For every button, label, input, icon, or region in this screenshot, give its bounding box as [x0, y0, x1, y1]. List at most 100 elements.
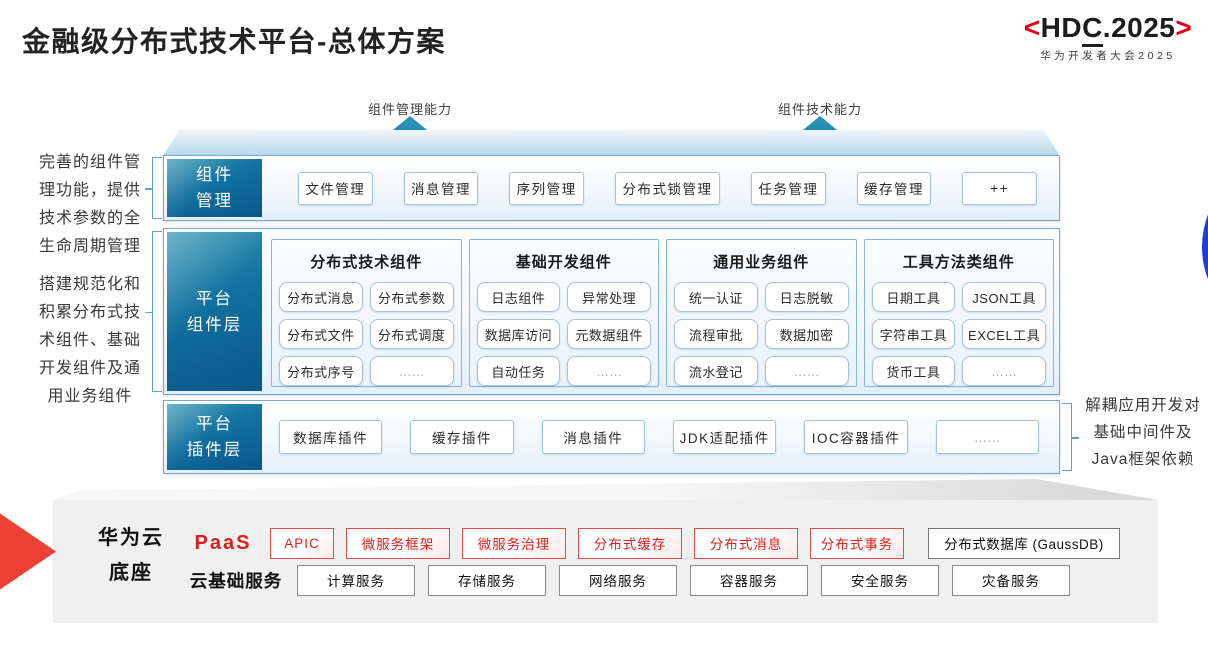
red-arrow-icon — [0, 504, 56, 599]
chip: 自动任务 — [476, 356, 561, 386]
huawei-cloud-label-line: 华为云 — [98, 527, 164, 549]
bracket-left-row2 — [145, 231, 162, 392]
logo-left-angle-icon: < — [1023, 12, 1041, 43]
chip: 数据库访问 — [476, 319, 561, 349]
hdc-logo: <HDC.2025> 华为开发者大会2025 — [1012, 12, 1204, 63]
row-label-line: 管理 — [196, 192, 233, 210]
cloud-base-chip: 安全服务 — [821, 564, 939, 596]
chip: JDK适配插件 — [672, 420, 777, 454]
column-header: 通用业务组件 — [713, 254, 810, 271]
stack-top-face — [163, 130, 1060, 156]
chip: 异常处理 — [567, 282, 651, 312]
hdc-logo-subtitle: 华为开发者大会2025 — [1040, 50, 1176, 62]
column-chip-grid: 日期工具 JSON工具 字符串工具 EXCEL工具 货币工具 …… — [871, 282, 1046, 386]
paas-chip: APIC — [270, 527, 334, 559]
chip: JSON工具 — [962, 282, 1046, 312]
chip: IOC容器插件 — [804, 420, 908, 454]
chip: 数据库插件 — [279, 420, 383, 454]
chip: 文件管理 — [298, 171, 373, 205]
chip-ellipsis: …… — [935, 420, 1039, 454]
row-label-line: 组件层 — [186, 315, 243, 334]
note-component-layer: 搭建规范化和积累分布式技术组件、基础开发组件及通用业务组件 — [38, 276, 141, 405]
chip: 分布式文件 — [279, 319, 363, 349]
paas-chip: 分布式消息 — [694, 527, 798, 559]
chip: 缓存管理 — [856, 171, 932, 205]
note-plugin-layer: 解耦应用开发对基础中间件及Java框架依赖 — [1085, 397, 1201, 468]
row-component-mgmt: 组件 管理 文件管理 消息管理 序列管理 分布式锁管理 任务管理 缓存管理 ++ — [163, 155, 1060, 221]
slab-top-face — [53, 479, 1158, 500]
chip: 分布式调度 — [369, 319, 454, 349]
column-distributed-tech: 分布式技术组件 分布式消息 分布式参数 分布式文件 分布式调度 分布式序号 …… — [271, 239, 462, 387]
gaussdb-chip: 分布式数据库 (GaussDB) — [928, 527, 1120, 559]
plugin-layer-chips: 数据库插件 缓存插件 消息插件 JDK适配插件 IOC容器插件 …… — [265, 401, 1059, 473]
hdc-logo-wordmark: <HDC.2025> — [1012, 12, 1204, 47]
chip: 分布式序号 — [279, 356, 363, 386]
logo-text-pre: HD — [1040, 12, 1083, 43]
component-mgmt-chips: 文件管理 消息管理 序列管理 分布式锁管理 任务管理 缓存管理 ++ — [265, 156, 1059, 220]
chip: 统一认证 — [674, 282, 758, 312]
chip: 流程审批 — [674, 319, 758, 349]
row-label-component-mgmt: 组件 管理 — [167, 159, 262, 217]
cloud-base-label: 云基础服务 — [189, 570, 283, 591]
row-component-layer: 平台 组件层 分布式技术组件 分布式消息 分布式参数 分布式文件 分布式调度 分… — [163, 228, 1060, 395]
chip: 流水登记 — [674, 356, 758, 386]
paas-chip: 微服务框架 — [346, 527, 450, 559]
row-label-line: 平台 — [196, 289, 233, 308]
paas-label: PaaS — [194, 531, 252, 554]
chip: ++ — [962, 171, 1037, 205]
bracket-right-row3 — [1062, 403, 1079, 471]
logo-text-post: .2025 — [1102, 12, 1176, 43]
paas-row: PaaS APIC 微服务框架 微服务治理 分布式缓存 分布式消息 分布式事务 … — [188, 527, 1120, 559]
note-component-mgmt: 完善的组件管理功能，提供技术参数的全生命周期管理 — [38, 154, 141, 255]
paas-chip: 分布式事务 — [810, 527, 904, 559]
chip: 数据加密 — [764, 319, 849, 349]
column-common-business: 通用业务组件 统一认证 日志脱敏 流程审批 数据加密 流水登记 …… — [666, 239, 857, 387]
paas-chip: 微服务治理 — [462, 527, 566, 559]
chip-ellipsis: …… — [567, 356, 651, 386]
row-label-line: 组件 — [196, 166, 233, 184]
cloud-base-chip: 网络服务 — [559, 564, 677, 596]
column-header: 工具方法类组件 — [902, 254, 1015, 271]
column-chip-grid: 分布式消息 分布式参数 分布式文件 分布式调度 分布式序号 …… — [279, 282, 454, 386]
chip: EXCEL工具 — [962, 319, 1046, 349]
row-plugin-layer: 平台 插件层 数据库插件 缓存插件 消息插件 JDK适配插件 IOC容器插件 …… — [163, 400, 1060, 474]
capability-label-tech: 组件技术能力 — [777, 102, 862, 117]
blue-circle-decoration — [1202, 156, 1208, 338]
row-label-line: 插件层 — [186, 441, 243, 459]
row-label-component-layer: 平台 组件层 — [167, 232, 262, 391]
logo-right-angle-icon: > — [1175, 12, 1193, 43]
column-basic-dev: 基础开发组件 日志组件 异常处理 数据库访问 元数据组件 自动任务 …… — [468, 239, 659, 387]
chip: 日志脱敏 — [764, 282, 849, 312]
chip: 日志组件 — [476, 282, 561, 312]
chip: 消息管理 — [403, 171, 479, 205]
column-tool-methods: 工具方法类组件 日期工具 JSON工具 字符串工具 EXCEL工具 货币工具 …… — [863, 239, 1054, 387]
cloud-base-row: 云基础服务 计算服务 存储服务 网络服务 容器服务 安全服务 灾备服务 — [188, 564, 1070, 596]
chip: 日期工具 — [871, 282, 956, 312]
huawei-cloud-foundation-panel — [53, 500, 1158, 623]
chip: 序列管理 — [509, 171, 584, 205]
page-title: 金融级分布式技术平台-总体方案 — [22, 26, 446, 57]
component-layer-columns: 分布式技术组件 分布式消息 分布式参数 分布式文件 分布式调度 分布式序号 ……… — [265, 229, 1059, 394]
chip: 任务管理 — [751, 171, 826, 205]
column-chip-grid: 统一认证 日志脱敏 流程审批 数据加密 流水登记 …… — [674, 282, 849, 386]
paas-chip: 分布式缓存 — [578, 527, 682, 559]
chip-ellipsis: …… — [369, 356, 454, 386]
row-label-plugin-layer: 平台 插件层 — [167, 404, 262, 470]
chip-ellipsis: …… — [962, 356, 1046, 386]
huawei-cloud-label-line: 底座 — [109, 562, 153, 584]
chip: 元数据组件 — [567, 319, 651, 349]
chip: 分布式参数 — [369, 282, 454, 312]
chip: 字符串工具 — [871, 319, 956, 349]
logo-text-underlined: C — [1082, 12, 1103, 47]
cloud-base-chip: 计算服务 — [297, 564, 415, 596]
cloud-base-chip: 灾备服务 — [952, 564, 1070, 596]
chip: 货币工具 — [871, 356, 956, 386]
chip: 分布式锁管理 — [614, 171, 721, 205]
column-header: 基础开发组件 — [515, 254, 612, 271]
bracket-left-row1 — [145, 157, 162, 219]
cloud-base-chip: 容器服务 — [690, 564, 808, 596]
chip: 消息插件 — [541, 420, 645, 454]
column-chip-grid: 日志组件 异常处理 数据库访问 元数据组件 自动任务 …… — [476, 282, 651, 386]
chip: 分布式消息 — [279, 282, 363, 312]
